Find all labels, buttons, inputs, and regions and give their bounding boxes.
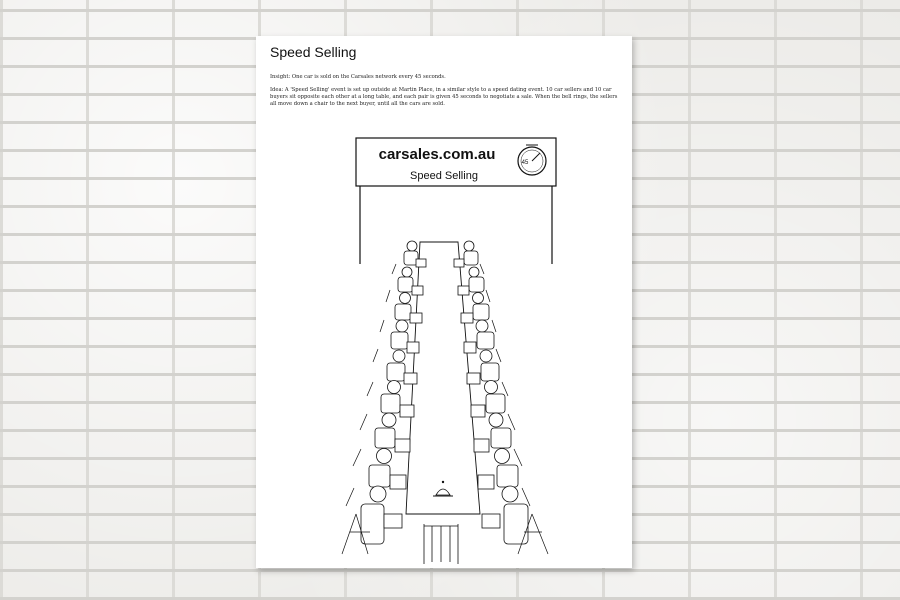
right-row-chairs (479, 263, 549, 555)
long-table (405, 241, 481, 515)
insight-text: Insight: One car is sold on the Carsales… (270, 74, 446, 80)
speed-selling-illustration: carsales.com.au Speed Selling 45 (341, 137, 557, 564)
clock-number: 45 (522, 160, 529, 166)
desk-bell-icon (433, 480, 453, 497)
stopwatch-icon: 45 (517, 144, 547, 176)
banner-brand: carsales.com.au (379, 146, 496, 163)
banner-sign: carsales.com.au Speed Selling 45 (355, 137, 557, 264)
idea-text: Idea: A 'Speed Selling' event is set up … (270, 87, 618, 107)
banner-subtitle: Speed Selling (410, 170, 478, 182)
left-row-people (360, 240, 427, 545)
poster-title: Speed Selling (270, 44, 357, 60)
right-row-people (453, 240, 529, 545)
foreground-empty-chair (423, 524, 459, 564)
left-row-chairs (341, 263, 397, 555)
poster-sheet: Speed Selling Insight: One car is sold o… (256, 36, 632, 568)
